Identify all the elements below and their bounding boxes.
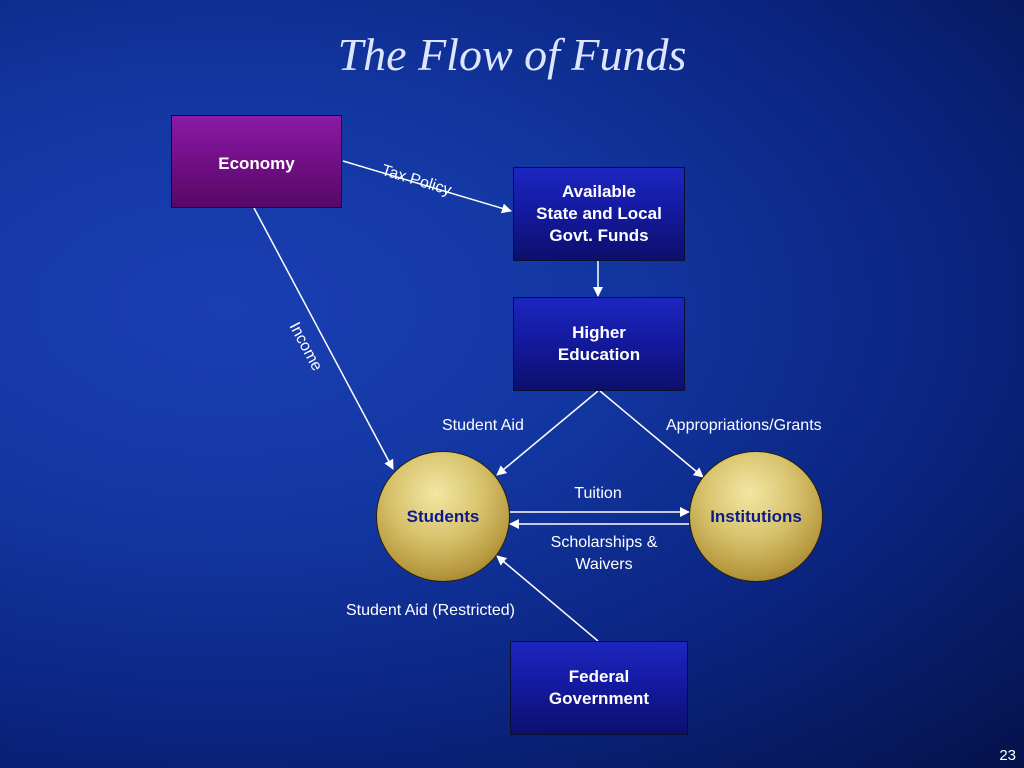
student-aid-label: Student Aid [442, 417, 524, 434]
tuition-label: Tuition [574, 485, 622, 502]
institutions-node: Institutions [689, 451, 823, 582]
higher-education-box: Higher Education [513, 297, 685, 391]
student-aid-arrow [496, 390, 599, 476]
scholarships-label: Scholarships & Waivers [550, 534, 658, 573]
federal-aid-arrow [496, 555, 599, 642]
students-node: Students [376, 451, 510, 582]
page-number: 23 [999, 747, 1016, 764]
appropriations-label: Appropriations/Grants [666, 417, 822, 434]
federal-government-box: Federal Government [510, 641, 688, 735]
slide-title: The Flow of Funds [337, 29, 687, 80]
tax-policy-arrow [342, 160, 512, 214]
available-funds-box: Available State and Local Govt. Funds [513, 167, 685, 261]
student-aid-restricted-label: Student Aid (Restricted) [346, 602, 515, 619]
appropriations-arrow [599, 390, 704, 478]
income-arrow [253, 207, 394, 470]
economy-box: Economy [171, 115, 342, 208]
